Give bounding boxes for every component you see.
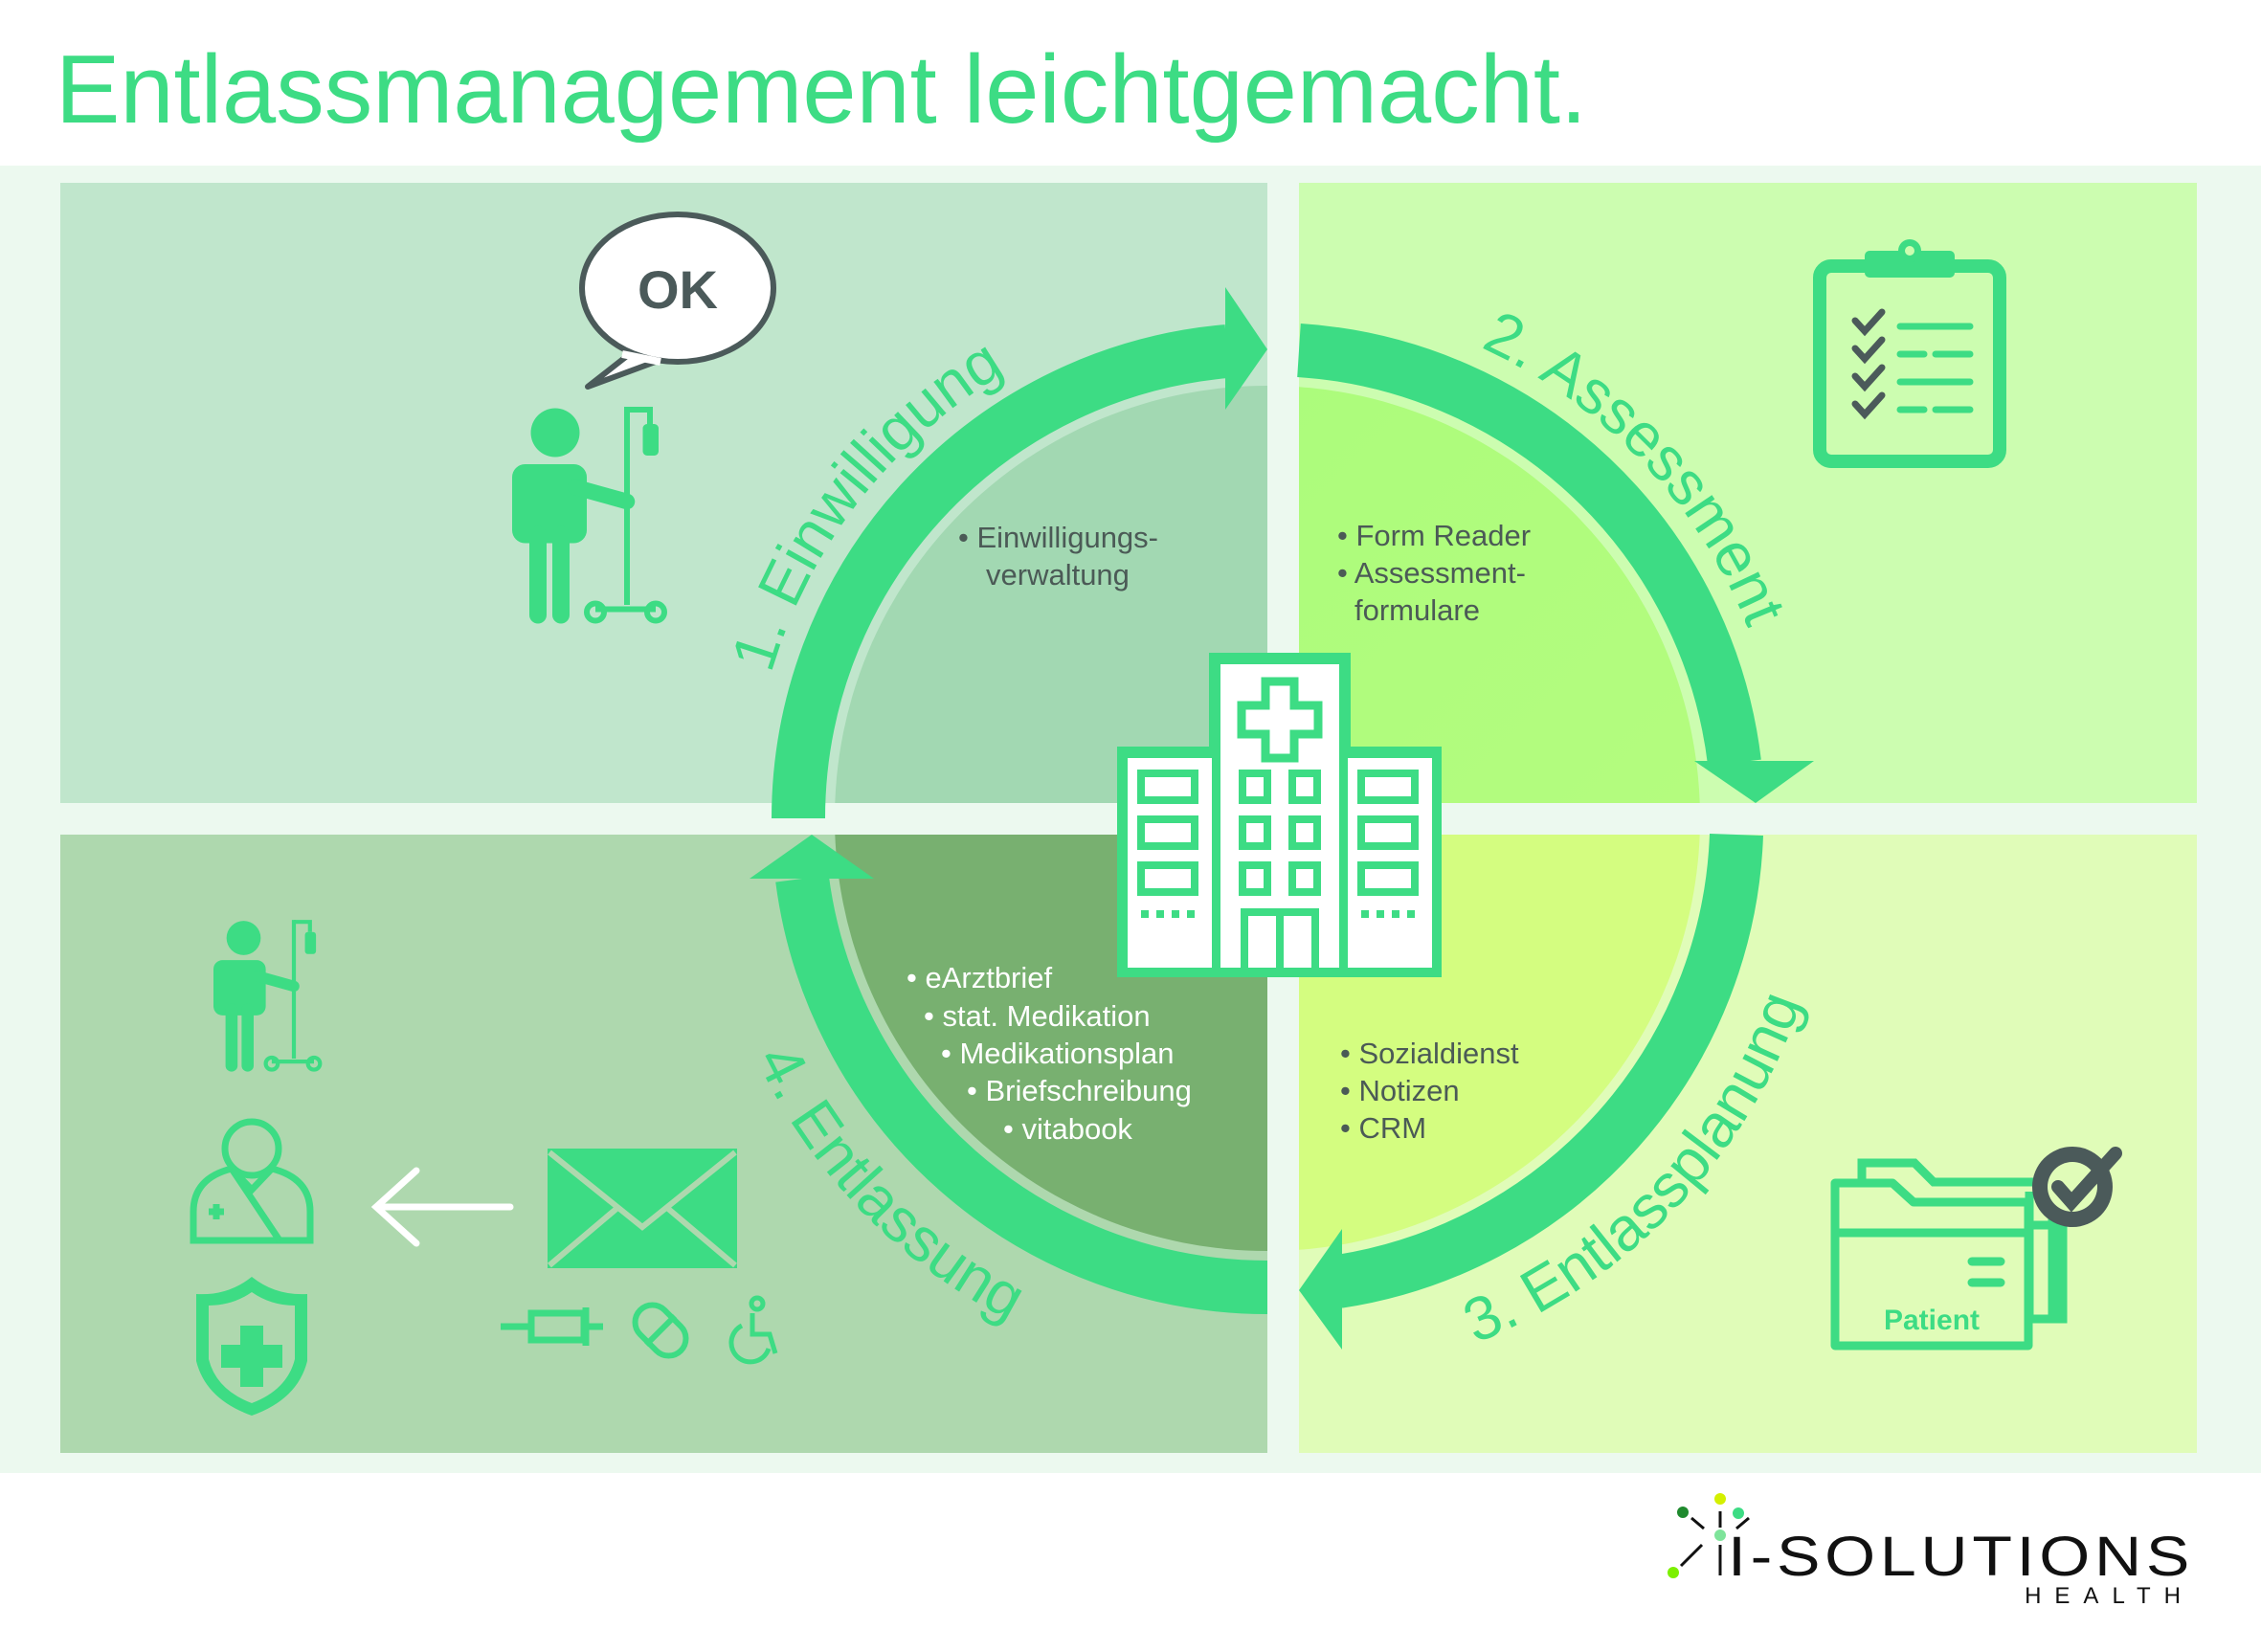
logo-subtitle: HEALTH xyxy=(2025,1583,2194,1609)
speech-bubble-text: OK xyxy=(638,259,718,320)
inner-fill-q2 xyxy=(1299,387,1700,803)
arrow-arc-1 xyxy=(772,324,1230,819)
bullet-item: • Sozialdienst xyxy=(1340,1037,1519,1070)
logo-name: I-SOLUTIONS xyxy=(1728,1526,2194,1588)
syringe-icon xyxy=(501,1307,603,1346)
bullet-item: • eArztbrief xyxy=(907,961,1053,994)
bullets-einwilligung: • Einwilligungs- verwaltung xyxy=(958,521,1158,592)
bullet-item: • CRM xyxy=(1340,1111,1426,1145)
envelope-icon xyxy=(548,1149,737,1268)
doctor-avatar-icon xyxy=(190,1118,314,1244)
arrow-arc-3 xyxy=(1333,833,1763,1308)
bullet-item: • vitabook xyxy=(1003,1112,1132,1146)
clipboard-checklist-icon xyxy=(1813,239,2006,468)
bullet-item: • Notizen xyxy=(1340,1074,1460,1107)
patient-folder-check-icon: Patient xyxy=(1830,1147,2122,1351)
bullet-item: • Medikationsplan xyxy=(941,1037,1175,1070)
bullet-item: formulare xyxy=(1354,593,1480,627)
arrowhead-1-icon xyxy=(1225,287,1267,410)
arrowhead-2-icon xyxy=(1694,761,1814,803)
cycle-arrows xyxy=(750,287,1814,1350)
page-title: Entlassmanagement leichtgemacht. xyxy=(56,36,1587,144)
bullets-entlassung: • eArztbrief • stat. Medikation • Medika… xyxy=(907,961,1192,1146)
i-solutions-logo: I-SOLUTIONS HEALTH xyxy=(1668,1493,2194,1609)
inner-fill-q1 xyxy=(835,386,1267,803)
arrow-arc-4 xyxy=(775,875,1268,1314)
arrow-arc-2 xyxy=(1297,324,1761,767)
arrow-left-icon xyxy=(370,1167,514,1247)
speech-bubble-icon: OK xyxy=(579,212,776,390)
folder-label: Patient xyxy=(1884,1305,1980,1336)
bullets-entlassplanung: • Sozialdienst • Notizen • CRM xyxy=(1340,1037,1519,1145)
bullet-item: • Assessment- xyxy=(1337,556,1526,590)
bullet-item: verwaltung xyxy=(986,558,1130,592)
shield-cross-icon xyxy=(196,1277,307,1416)
pill-icon xyxy=(632,1302,689,1359)
bullet-item: • Einwilligungs- xyxy=(958,521,1158,554)
bullets-assessment: • Form Reader • Assessment- formulare xyxy=(1337,519,1531,627)
arrowhead-4-icon xyxy=(750,835,874,879)
hospital-icon xyxy=(1117,653,1442,977)
arrowhead-3-icon xyxy=(1299,1229,1342,1350)
bullet-item: • Briefschreibung xyxy=(967,1074,1192,1107)
bullet-item: • Form Reader xyxy=(1337,519,1531,552)
bullet-item: • stat. Medikation xyxy=(924,999,1151,1033)
wheelchair-icon xyxy=(728,1295,778,1365)
